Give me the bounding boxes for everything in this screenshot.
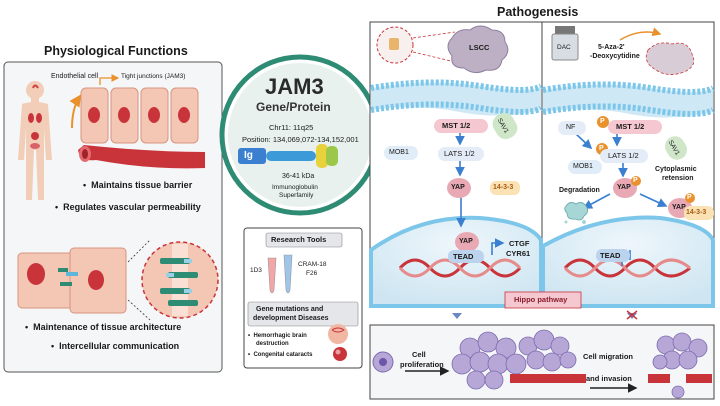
- function-intercellular-communication: Intercellular communication: [59, 341, 180, 351]
- jam3-subtitle: Gene/Protein: [256, 100, 331, 114]
- lats-right-node: LATS 1/2: [600, 149, 648, 163]
- function-tissue-architecture: Maintenance of tissue architecture: [33, 322, 182, 332]
- lats-label: LATS 1/2: [444, 149, 475, 158]
- phospho-label: P: [633, 177, 638, 184]
- jam3-family-line1: Immunoglobulin: [272, 184, 318, 191]
- yap-node: YAP: [447, 178, 471, 198]
- physiological-title: Physiological Functions: [44, 44, 188, 58]
- hippo-arrows-left: [455, 132, 505, 255]
- function-maintains-barrier: Maintains tissue barrier: [91, 180, 193, 190]
- mob1-right-label: MOB1: [573, 163, 593, 170]
- ctgf-label: CTGF: [509, 239, 530, 248]
- tead-node: TEAD: [448, 250, 484, 263]
- phospho-node: P: [685, 193, 695, 203]
- endothelial-cells-illustration: [69, 74, 199, 144]
- dna-helix: [398, 258, 691, 278]
- jam3-badge: [219, 54, 381, 216]
- tead-right-label: TEAD: [600, 251, 621, 260]
- disease-title-line1: Gene mutations and: [256, 306, 324, 313]
- research-tools-box: [243, 227, 363, 369]
- migration-line2: and invasion: [586, 374, 632, 383]
- jam3-weight: 36-41 kDa: [282, 173, 315, 180]
- tissue-architecture-illustration: [17, 239, 219, 321]
- phospho-node: P: [597, 116, 609, 128]
- jam3-family-line2: Superfamily: [279, 192, 314, 199]
- jam3-chromosome: Chr11: 11q25: [269, 123, 314, 132]
- tead-label: TEAD: [453, 252, 474, 261]
- disease-hemorrhagic: Hemorrhagic brain: [253, 333, 307, 339]
- nf-node: NF: [558, 121, 586, 135]
- p1433-node: 14-3-3: [490, 181, 520, 195]
- lats-right-label: LATS 1/2: [608, 151, 639, 160]
- cyr61-label: CYR61: [506, 249, 531, 258]
- antibody-f26: F26: [306, 270, 318, 277]
- endothelial-label: Endothelial cell: [51, 73, 99, 80]
- nf-label: NF: [566, 124, 576, 131]
- hippo-pathway-bar: [452, 291, 638, 320]
- disease-hemorrhagic-line2: destruction: [256, 341, 289, 347]
- migration-line1: Cell migration: [583, 352, 634, 361]
- yap-nuclear-node: YAP: [455, 232, 479, 252]
- function-bullet: • Maintenance of tissue architecture: [25, 322, 182, 332]
- mst-node: MST 1/2: [434, 119, 488, 133]
- mob1-node: MOB1: [384, 146, 418, 160]
- disease-bullet: • Congenital cataracts: [248, 352, 313, 358]
- phospho-label: P: [600, 118, 605, 125]
- function-bullet: • Regulates vascular permeability: [55, 202, 201, 212]
- degradation-label: Degradation: [559, 187, 600, 194]
- lats-node: LATS 1/2: [438, 147, 484, 161]
- aza-line1: 5-Aza-2': [598, 44, 625, 51]
- degradation-icon: [564, 202, 588, 224]
- tead-right-node: TEAD: [596, 249, 630, 262]
- dac-label: DAC: [557, 44, 571, 51]
- antibody-cram18: CRAM-18: [298, 261, 327, 268]
- jam3-title: JAM3: [265, 74, 324, 99]
- yap-label: YAP: [451, 184, 465, 191]
- antibody-1d3: 1D3: [250, 267, 262, 274]
- outcome-illustrations: [372, 329, 712, 399]
- disease-cataracts: Congenital cataracts: [253, 352, 313, 358]
- lscc-label: LSCC: [469, 43, 490, 52]
- cell-membrane: [370, 79, 715, 118]
- proliferation-line1: Cell: [412, 350, 426, 359]
- phospho-label: P: [599, 145, 604, 152]
- blood-vessel-illustration: [78, 145, 205, 169]
- mob1-right-node: MOB1: [568, 160, 602, 174]
- mob1-label: MOB1: [389, 149, 409, 156]
- p1433-right-node: 14-3-3: [684, 206, 714, 220]
- yap-nuclear-label: YAP: [459, 238, 473, 245]
- cyto-retention-line1: Cytoplasmic: [655, 166, 697, 173]
- cyto-retention-line2: retension: [662, 175, 694, 182]
- jam3-ig-label: Ig: [244, 150, 253, 161]
- proliferation-line2: proliferation: [400, 360, 444, 369]
- yap-right-label: YAP: [617, 184, 631, 191]
- research-tools-title: Research Tools: [271, 235, 327, 244]
- p1433-right-label: 14-3-3: [686, 209, 707, 216]
- dac-vial-icon: [551, 26, 695, 75]
- mst-right-node: MST 1/2: [608, 120, 662, 134]
- yap-retained-label: YAP: [672, 204, 686, 211]
- jam3-position: Position: 134,069,072-134,152,001: [242, 135, 359, 144]
- p1433-label: 14-3-3: [493, 184, 514, 191]
- disease-bullet: • Hemorrhagic brain: [248, 333, 307, 339]
- lscc-tissue-icon: [376, 25, 509, 74]
- function-vascular-permeability: Regulates vascular permeability: [63, 202, 201, 212]
- function-bullet: • Intercellular communication: [51, 341, 180, 351]
- tight-junctions-label: Tight junctions (JAM3): [121, 73, 186, 80]
- aza-line2: -Deoxycytidine: [590, 53, 640, 60]
- phospho-node: P: [631, 176, 641, 186]
- hippo-pathway-label: Hippo pathway: [514, 295, 568, 304]
- function-bullet: • Maintains tissue barrier: [83, 180, 193, 190]
- disease-title-line2: development Diseases: [253, 315, 329, 322]
- phospho-label: P: [687, 194, 692, 201]
- pathogenesis-title: Pathogenesis: [497, 5, 579, 19]
- mst-label: MST 1/2: [442, 121, 471, 130]
- human-figure-icon: [18, 81, 52, 200]
- mst-right-label: MST 1/2: [616, 122, 645, 131]
